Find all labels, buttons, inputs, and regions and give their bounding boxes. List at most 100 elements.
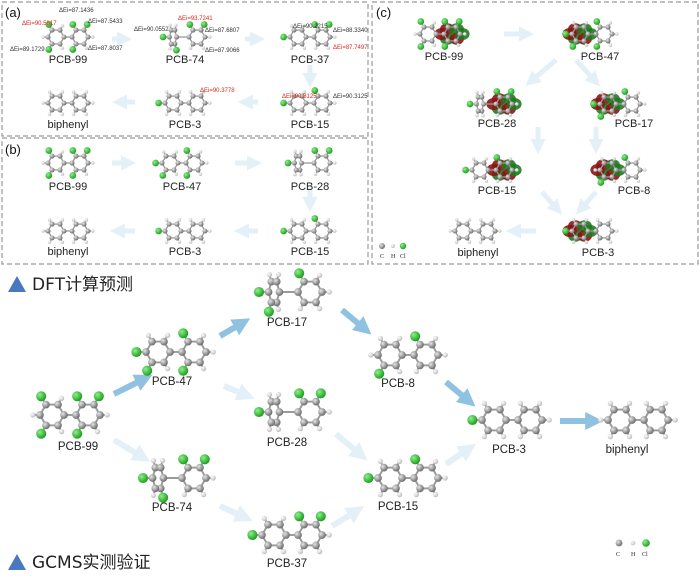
panel-c: PCB-99 PCB-47 PCB-28 PCB-17 PCB-15 PCB-8… — [379, 18, 653, 260]
molecule-b-pcb47 — [152, 147, 209, 179]
molecule-b-pcb99 — [41, 147, 95, 179]
molecule-c-pcb99 — [413, 18, 470, 50]
legend-c-chlorine-atom — [399, 242, 407, 250]
molecule-a-pcb3 — [155, 90, 212, 116]
molecule-c-pcb17 — [590, 88, 647, 120]
arrow-main-99-74 — [112, 437, 151, 462]
molecule-b-pcb15 — [280, 215, 337, 244]
label-b-pcb15: PCB-15 — [291, 246, 330, 258]
energy-a-pcb99-5: ΔEi=87.8037 — [88, 46, 123, 52]
arrow-main-47-17 — [218, 318, 251, 339]
molecule-b-biphenyl — [41, 218, 95, 244]
arrow-main-74-37 — [218, 503, 253, 522]
energy-a-pcb99-1: ΔEi=90.5817 — [22, 21, 57, 27]
label-b-pcb99: PCB-99 — [49, 181, 88, 193]
label-main-biphenyl: biphenyl — [606, 444, 649, 456]
energy-a-pcb74-3: ΔEi=87.6807 — [205, 28, 240, 34]
arrow-main-47-28 — [222, 383, 255, 401]
energy-a-pcb74-4: ΔEi=87.9066 — [205, 48, 240, 54]
legend-c-carbon-atom — [379, 243, 385, 249]
legend-main-chlorine-label: Cl — [642, 552, 648, 558]
molecule-c-pcb3 — [562, 218, 619, 244]
legend-main-hydrogen-label: H — [631, 552, 636, 558]
arrow-main-99-47 — [112, 374, 153, 397]
molecule-main-pcb28 — [253, 388, 332, 433]
arrow-main-17-8 — [340, 307, 372, 335]
heading-gcms: GCMS实测验证 — [32, 553, 151, 573]
label-c-pcb28: PCB-28 — [478, 118, 517, 130]
label-b-pcb3: PCB-3 — [169, 246, 201, 258]
panel-b: PCB-99 PCB-47 PCB-28 PCB-15 PCB-3 biphen… — [41, 147, 337, 258]
molecule-c-pcb15 — [462, 154, 522, 183]
energy-a-pcb15-1: ΔEi=90.3125 — [282, 94, 317, 100]
triangle-icon — [8, 554, 26, 570]
panel-c-border — [371, 1, 699, 265]
molecule-main-pcb17 — [253, 268, 332, 317]
label-main-pcb15: PCB-15 — [378, 501, 418, 513]
molecule-main-pcb47 — [131, 328, 216, 376]
molecule-b-pcb28 — [284, 147, 337, 177]
legend-main-carbon-label: C — [616, 552, 620, 558]
main-pathway: PCB-99 PCB-47 PCB-74 PCB-17 PCB-28 PCB-3… — [30, 268, 678, 570]
arrow-main-8-3 — [444, 379, 476, 407]
label-b-biphenyl: biphenyl — [48, 246, 89, 258]
legend-main-hydrogen-atom — [630, 540, 636, 546]
arrow-c-47-17 — [574, 58, 601, 87]
molecule-main-pcb99 — [30, 391, 110, 439]
legend-c-chlorine-label: Cl — [400, 254, 406, 260]
label-c-biphenyl: biphenyl — [458, 247, 499, 259]
panel-a: PCB-99 PCB-74 PCB-37 PCB-15 PCB-3 biphen… — [10, 8, 368, 131]
arrow-c-15-3 — [540, 190, 562, 215]
arrow-main-37-15 — [330, 506, 365, 529]
panel-a-tag: (a) — [5, 5, 21, 20]
panel-a-border — [1, 1, 369, 137]
molecule-a-pcb74 — [159, 21, 212, 54]
label-main-pcb8: PCB-8 — [381, 378, 415, 390]
arrow-c-8-3 — [576, 190, 598, 215]
molecule-c-pcb47 — [562, 18, 619, 50]
label-main-pcb74: PCB-74 — [152, 502, 193, 514]
energy-a-pcb37-1: ΔEi=90.2215 — [293, 24, 328, 30]
energy-a-pcb99-3: ΔEi=87.5433 — [88, 19, 123, 25]
molecule-a-biphenyl — [41, 90, 95, 116]
label-c-pcb8: PCB-8 — [618, 185, 650, 197]
label-c-pcb47: PCB-47 — [581, 51, 620, 63]
label-main-pcb17: PCB-17 — [267, 317, 307, 329]
legend-c-carbon-label: C — [380, 254, 384, 260]
molecule-c-pcb28 — [466, 88, 522, 118]
molecule-b-pcb3 — [155, 218, 212, 244]
molecule-a-pcb15 — [280, 87, 337, 116]
molecule-main-pcb3 — [467, 400, 552, 440]
label-a-pcb99: PCB-99 — [49, 54, 88, 66]
molecule-main-biphenyl — [598, 400, 678, 440]
label-a-pcb37: PCB-37 — [291, 54, 330, 66]
panel-c-tag: (c) — [376, 5, 391, 20]
energy-a-pcb74-2: ΔEi=93.7241 — [178, 16, 213, 22]
label-main-pcb37: PCB-37 — [267, 558, 307, 570]
molecule-main-pcb8 — [368, 331, 448, 379]
label-a-pcb15: PCB-15 — [291, 119, 330, 131]
energy-a-pcb3-1: ΔEi=90.3778 — [200, 88, 235, 94]
arrow-main-28-15 — [334, 431, 368, 461]
energy-a-pcb15-2: ΔEi=90.3125 — [333, 94, 368, 100]
label-main-pcb47: PCB-47 — [152, 376, 192, 388]
arrow-main-15-3 — [444, 444, 476, 467]
label-main-pcb99: PCB-99 — [58, 441, 98, 453]
label-b-pcb47: PCB-47 — [163, 181, 202, 193]
molecule-main-pcb37 — [247, 511, 332, 555]
label-a-pcb74: PCB-74 — [166, 54, 205, 66]
energy-a-pcb99-4: ΔEi=89.1729 — [10, 47, 45, 53]
arrow-c-47-28 — [525, 58, 558, 86]
label-c-pcb15: PCB-15 — [478, 185, 517, 197]
label-c-pcb17: PCB-17 — [615, 118, 654, 130]
label-main-pcb28: PCB-28 — [267, 437, 307, 449]
molecule-a-pcb37 — [280, 21, 337, 50]
energy-a-pcb74-1: ΔEi=90.0552 — [134, 27, 169, 33]
triangle-icon — [8, 276, 26, 292]
molecule-c-biphenyl — [448, 218, 502, 244]
panel-b-tag: (b) — [5, 142, 21, 157]
legend-main-carbon-atom — [615, 539, 623, 547]
energy-a-pcb37-3: ΔEi=87.7497 — [333, 45, 368, 51]
